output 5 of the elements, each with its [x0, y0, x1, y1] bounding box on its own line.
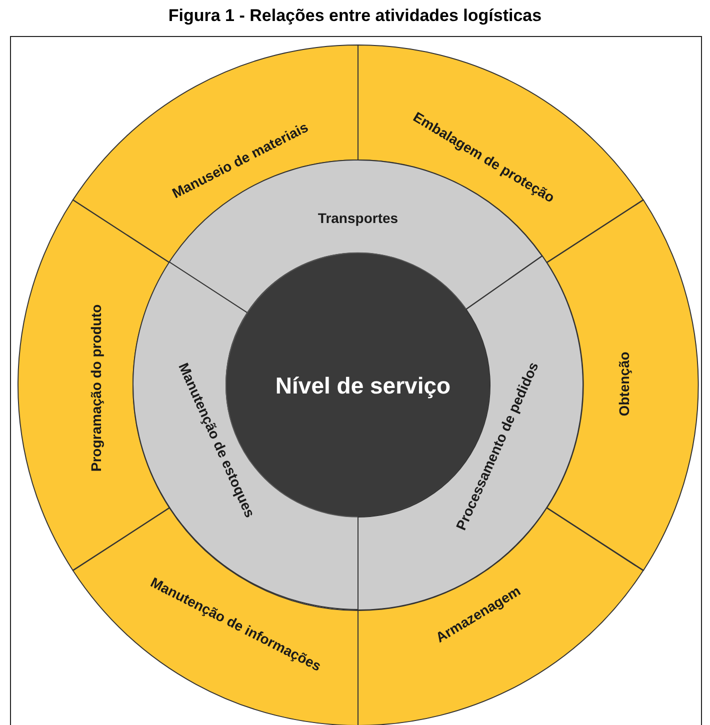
segment-label: Programação do produto [88, 304, 104, 472]
figure-title: Figura 1 - Relações entre atividades logísticas [167, 6, 543, 26]
segment-label: Obtenção [616, 352, 632, 416]
segment-label: Transportes [318, 210, 398, 226]
segment-label: Nível de serviço [275, 372, 451, 400]
